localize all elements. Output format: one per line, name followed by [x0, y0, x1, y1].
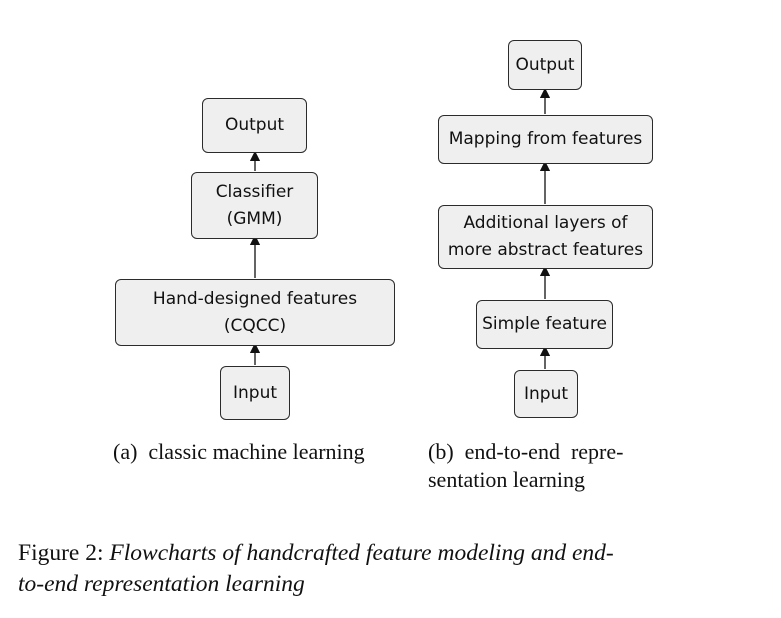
node-a-classifier: Classifier (GMM)	[191, 172, 318, 239]
figure-caption: Figure 2: Flowcharts of handcrafted feat…	[18, 538, 768, 600]
node-b-simple-feature: Simple feature	[476, 300, 613, 349]
figure-caption-label: Figure 2:	[18, 540, 104, 566]
subcaption-b-label: (b)	[428, 439, 454, 464]
figure-caption-text-line1: Flowcharts of handcrafted feature modeli…	[109, 540, 614, 566]
node-b-mapping-from-features: Mapping from features	[438, 115, 653, 164]
node-b-additional-layers: Additional layers of more abstract featu…	[438, 205, 653, 269]
subcaption-a-text: classic machine learning	[148, 439, 365, 464]
subcaption-b: (b) end-to-end repre-	[428, 438, 623, 465]
figure-caption-text-line2: to-end representation learning	[18, 571, 305, 597]
node-b-input: Input	[514, 370, 578, 418]
subcaption-a: (a) classic machine learning	[113, 438, 365, 465]
node-a-output: Output	[202, 98, 307, 153]
node-a-hand-designed-features: Hand-designed features (CQCC)	[115, 279, 395, 346]
node-a-input: Input	[220, 366, 290, 420]
subcaption-b-line2: sentation learning	[428, 467, 586, 492]
subcaption-a-label: (a)	[113, 439, 138, 464]
subcaption-b-text-line1: end-to-end repre-	[464, 439, 624, 464]
node-b-output: Output	[508, 40, 582, 90]
